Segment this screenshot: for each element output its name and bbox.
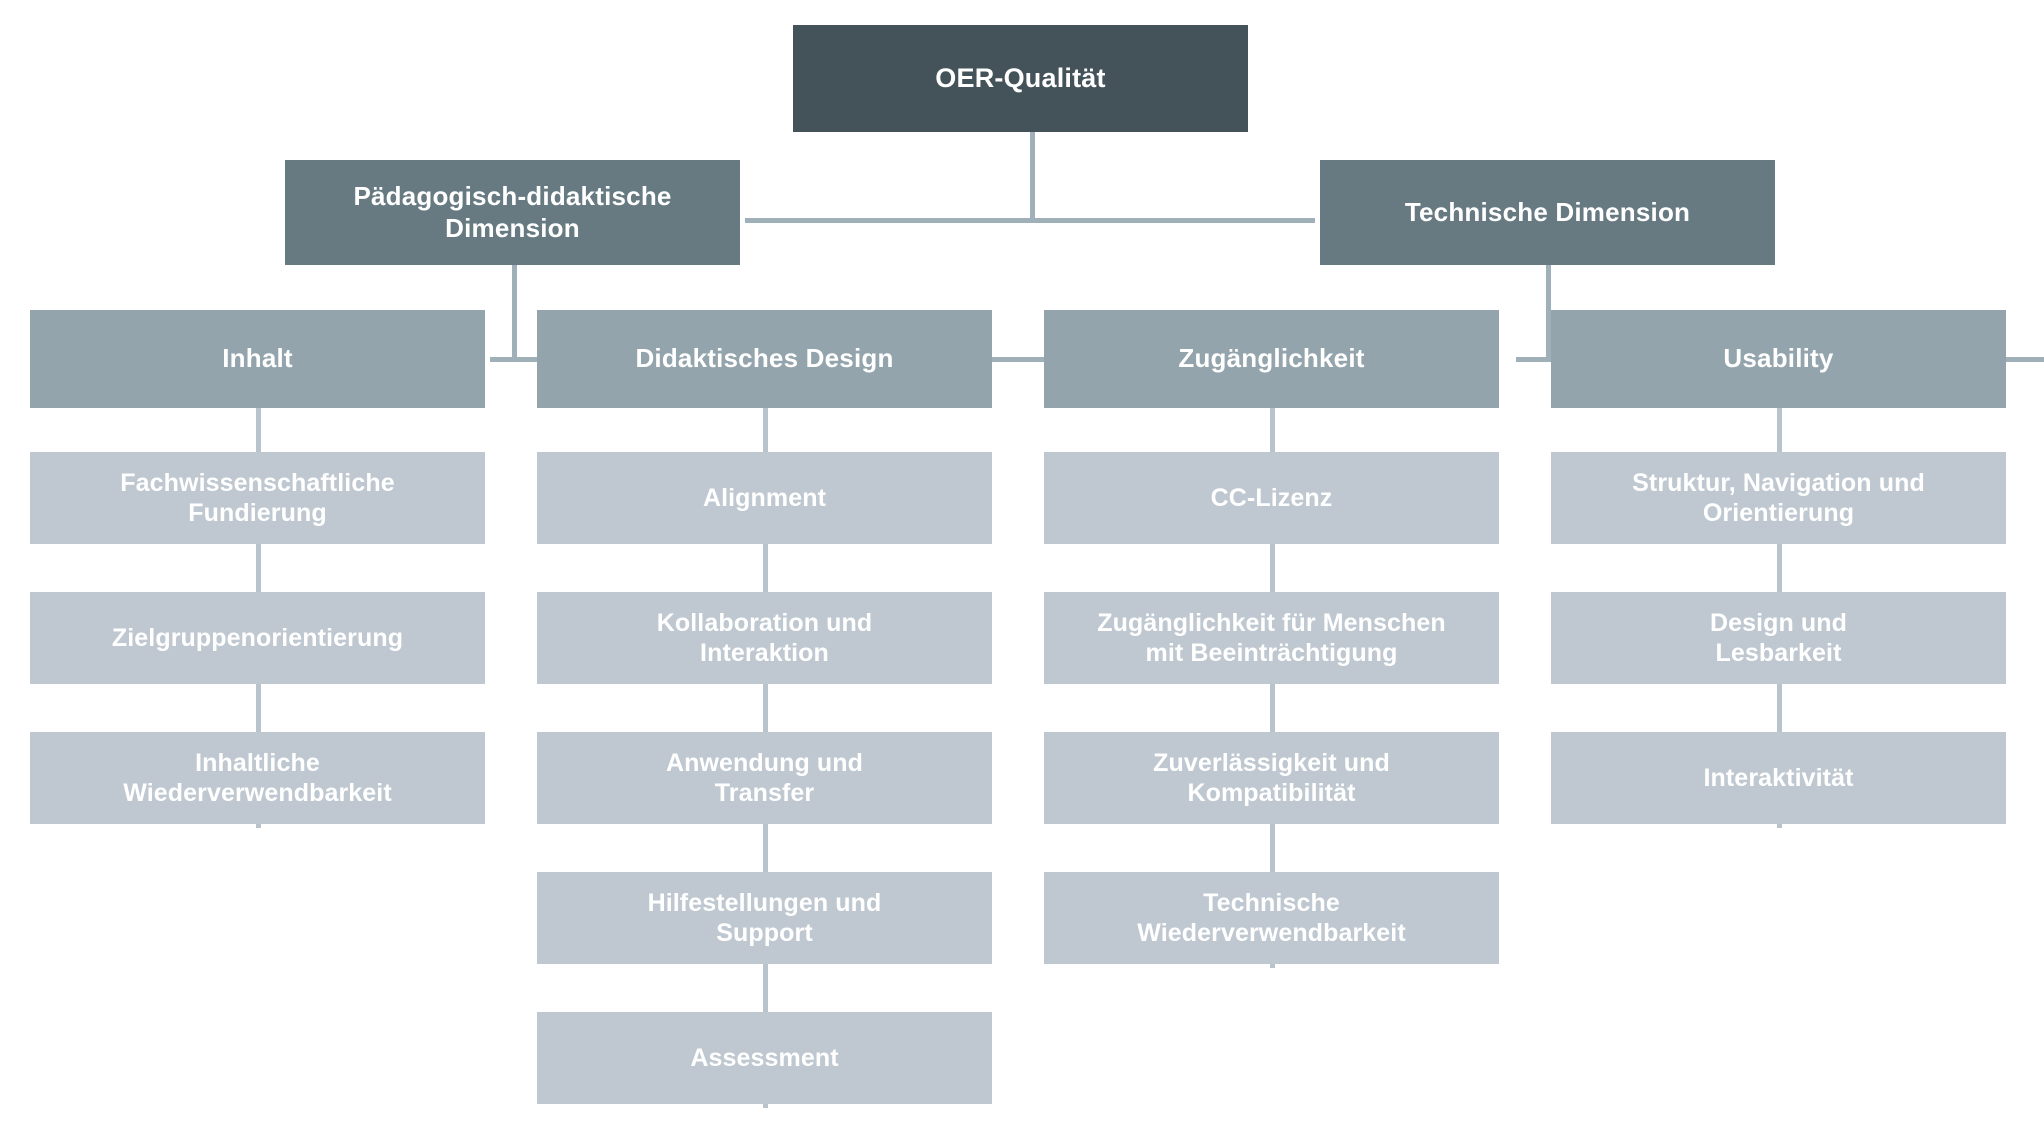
node-label: Technische Dimension (1404, 196, 1691, 227)
node-leaf-cc-lizenz[interactable]: CC-Lizenz (1044, 452, 1499, 544)
node-label: Zielgruppenorientierung (111, 623, 404, 652)
node-root-oer-qualitaet[interactable]: OER-Qualität (793, 25, 1248, 132)
node-label: Pädagogisch-didaktische Dimension (353, 180, 672, 243)
node-label: Alignment (702, 483, 827, 512)
node-label: Fachwissenschaftliche Fundierung (120, 468, 395, 528)
node-label: Inhaltliche Wiederverwendbarkeit (123, 748, 392, 808)
node-leaf-fachwissenschaftliche-fundierung[interactable]: Fachwissenschaftliche Fundierung (30, 452, 485, 544)
node-label: Didaktisches Design (635, 343, 894, 374)
connector-spine-zugaenglichkeit (1270, 408, 1275, 968)
node-category-usability[interactable]: Usability (1551, 310, 2006, 408)
connector-technische-down (1546, 264, 1551, 362)
node-label: Technische Wiederverwendbarkeit (1137, 888, 1406, 948)
node-label: Hilfestellungen und Support (647, 888, 882, 948)
node-label: Zugänglichkeit (1178, 343, 1365, 374)
node-label: Zugänglichkeit für Menschen mit Beeinträ… (1097, 608, 1446, 668)
node-label: Zuverlässigkeit und Kompatibilität (1153, 748, 1390, 808)
node-leaf-inhaltliche-wiederverwendbarkeit[interactable]: Inhaltliche Wiederverwendbarkeit (30, 732, 485, 824)
node-label: CC-Lizenz (1210, 483, 1333, 512)
node-leaf-zielgruppenorientierung[interactable]: Zielgruppenorientierung (30, 592, 485, 684)
node-label: Interaktivität (1703, 763, 1854, 792)
node-leaf-alignment[interactable]: Alignment (537, 452, 992, 544)
node-leaf-zugaenglichkeit-fuer-menschen-mit-beeintraechtigung[interactable]: Zugänglichkeit für Menschen mit Beeinträ… (1044, 592, 1499, 684)
node-label: Usability (1723, 343, 1834, 374)
node-leaf-interaktivitaet[interactable]: Interaktivität (1551, 732, 2006, 824)
node-label: Inhalt (222, 343, 293, 374)
node-label: Struktur, Navigation und Orientierung (1632, 468, 1925, 528)
node-leaf-technische-wiederverwendbarkeit[interactable]: Technische Wiederverwendbarkeit (1044, 872, 1499, 964)
node-label: Anwendung und Transfer (665, 748, 864, 808)
node-label: Assessment (690, 1043, 839, 1072)
node-label: Kollaboration und Interaktion (656, 608, 873, 668)
node-category-zugaenglichkeit[interactable]: Zugänglichkeit (1044, 310, 1499, 408)
node-leaf-anwendung-und-transfer[interactable]: Anwendung und Transfer (537, 732, 992, 824)
node-category-didaktisches-design[interactable]: Didaktisches Design (537, 310, 992, 408)
connector-root-down (1030, 131, 1035, 221)
connector-paedagogisch-down (512, 264, 517, 362)
node-leaf-zuverlaessigkeit-und-kompatibilitaet[interactable]: Zuverlässigkeit und Kompatibilität (1044, 732, 1499, 824)
node-leaf-design-und-lesbarkeit[interactable]: Design und Lesbarkeit (1551, 592, 2006, 684)
node-label: Design und Lesbarkeit (1709, 608, 1848, 668)
node-leaf-assessment[interactable]: Assessment (537, 1012, 992, 1104)
node-dimension-technisch[interactable]: Technische Dimension (1320, 160, 1775, 265)
connector-dimension-bus (745, 218, 1315, 223)
node-dimension-paedagogisch-didaktisch[interactable]: Pädagogisch-didaktische Dimension (285, 160, 740, 265)
node-leaf-hilfestellungen-und-support[interactable]: Hilfestellungen und Support (537, 872, 992, 964)
node-leaf-struktur-navigation-und-orientierung[interactable]: Struktur, Navigation und Orientierung (1551, 452, 2006, 544)
node-leaf-kollaboration-und-interaktion[interactable]: Kollaboration und Interaktion (537, 592, 992, 684)
node-label: OER-Qualität (935, 63, 1106, 94)
node-category-inhalt[interactable]: Inhalt (30, 310, 485, 408)
